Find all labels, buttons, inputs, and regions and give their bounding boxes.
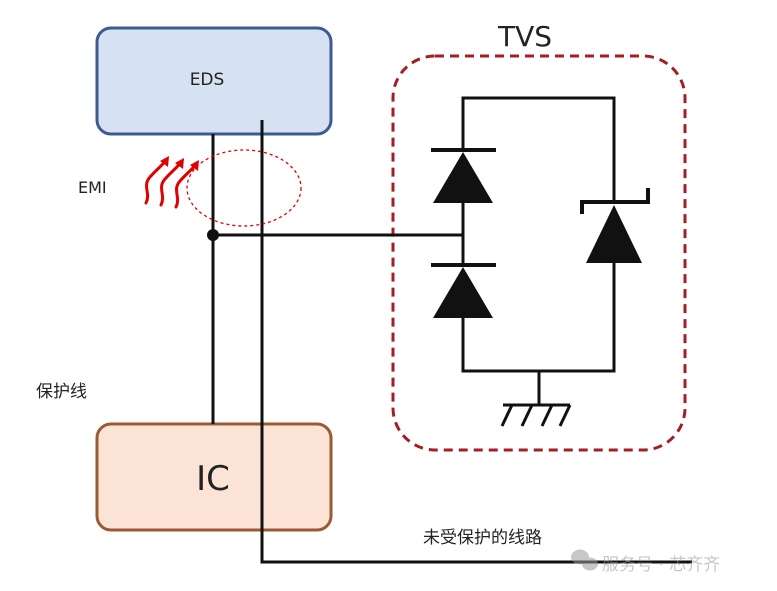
emi-arrowheads: [160, 156, 199, 171]
zener-diode-icon: [586, 205, 642, 263]
emi-arrows-icon: [144, 158, 198, 209]
zener-cathode-bar: [580, 188, 650, 214]
ic-label: IC: [196, 459, 230, 499]
eds-label: EDS: [190, 70, 225, 90]
emi-coupling-loop: [186, 149, 302, 227]
tvs-label: TVS: [497, 20, 552, 53]
tvs-container: [391, 54, 687, 452]
emi-label: EMI: [78, 178, 107, 197]
ground-icon: [500, 403, 572, 427]
protected-line-label: 保护线: [36, 382, 87, 402]
watermark: 服务号 · 芯齐齐: [571, 549, 720, 575]
unprotected-line-label: 未受保护的线路: [423, 528, 542, 548]
wechat-icon: [571, 549, 598, 571]
diode-lower-icon: [433, 267, 493, 318]
tvs-top-wire: [461, 96, 616, 204]
watermark-text: 服务号 · 芯齐齐: [602, 555, 720, 575]
diode-upper-icon: [433, 152, 493, 203]
unprotected-wire: [260, 120, 692, 564]
